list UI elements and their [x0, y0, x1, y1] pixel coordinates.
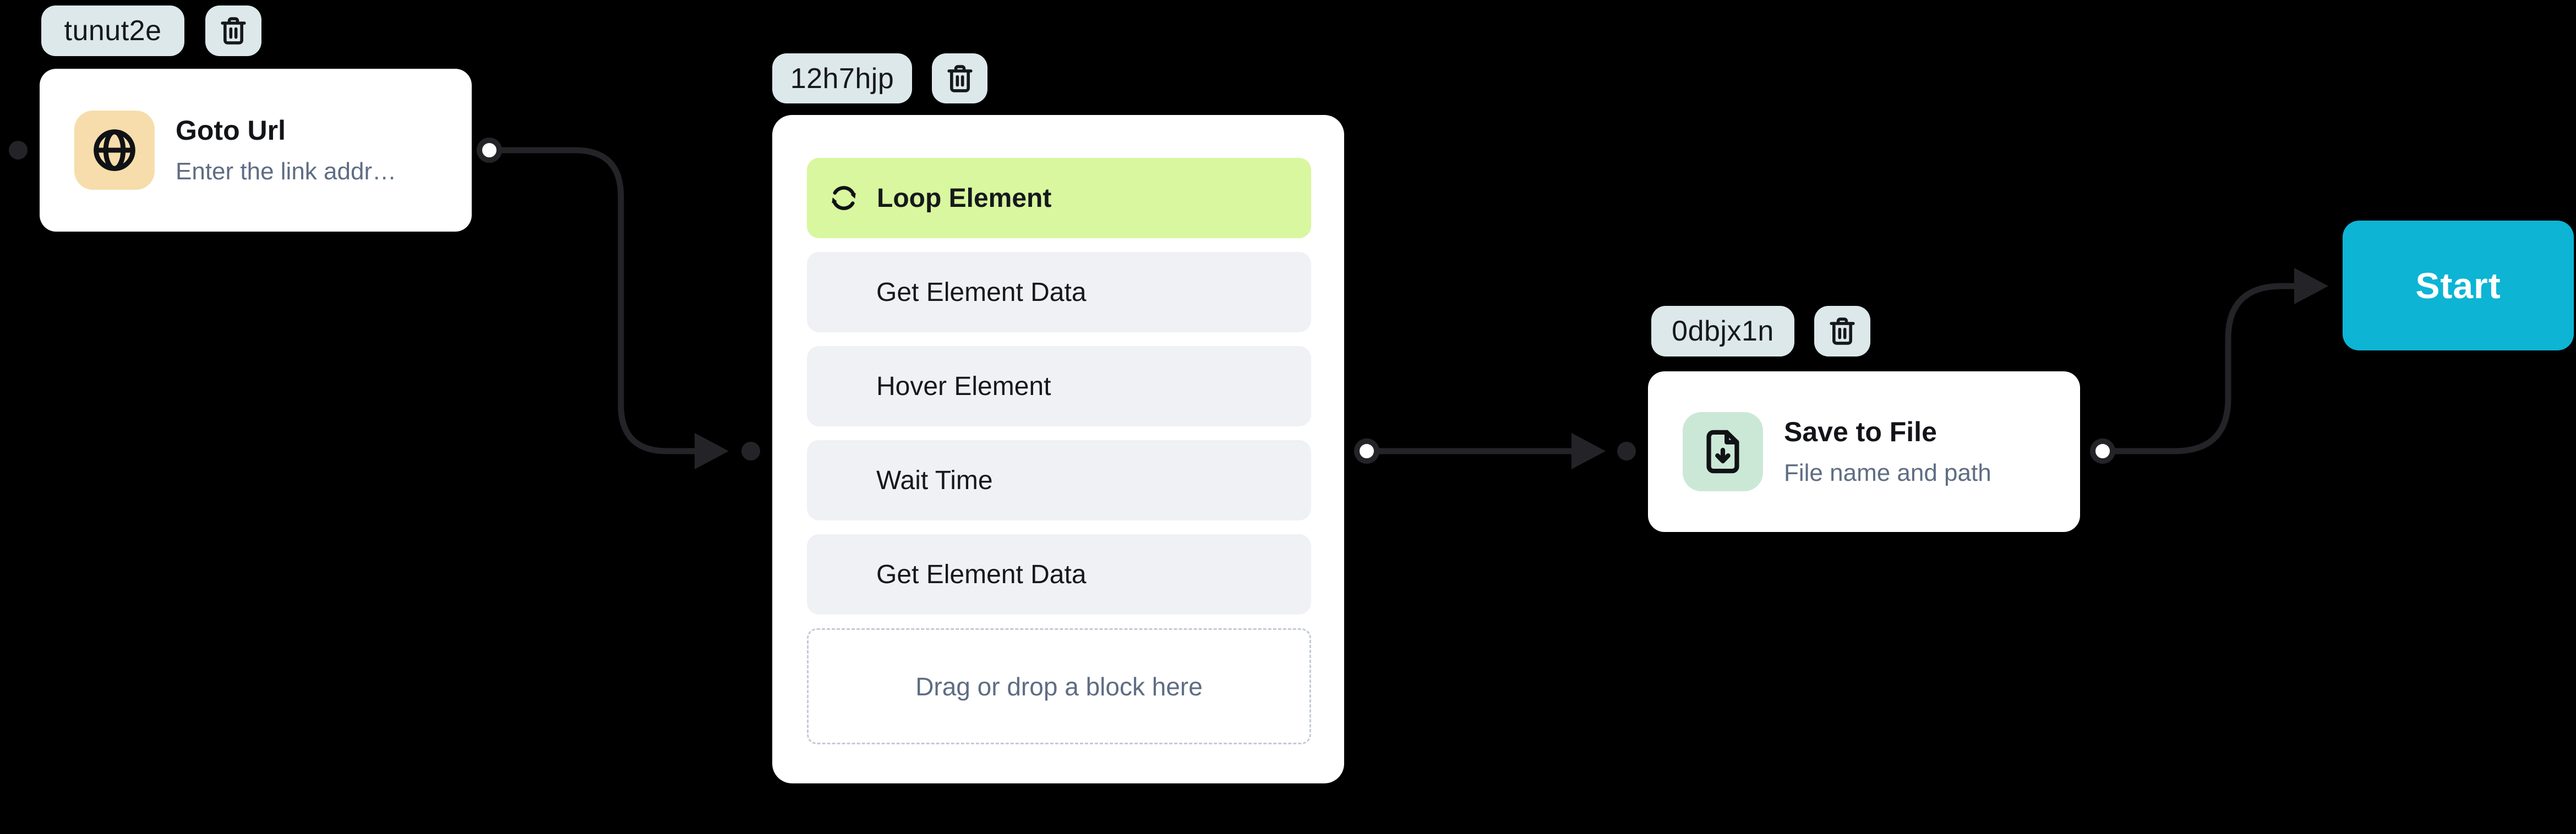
goto-output-handle[interactable] — [477, 138, 502, 163]
save-node-id-badge: 0dbjx1n — [1651, 306, 1794, 356]
edge-arrowhead — [1571, 433, 1606, 469]
goto-node-subtitle: Enter the link addr… — [176, 157, 397, 185]
save-node-text: Save to File File name and path — [1784, 416, 1991, 487]
block-label: Get Element Data — [876, 559, 1087, 589]
save-output-handle[interactable] — [2090, 438, 2115, 464]
edge-save-to-start[interactable] — [2112, 283, 2299, 454]
edge-arrowhead — [2294, 268, 2328, 304]
edge-arrowhead — [695, 433, 729, 469]
dropzone-label: Drag or drop a block here — [915, 672, 1203, 701]
save-node-title: Save to File — [1784, 416, 1937, 447]
goto-node-icon-box — [74, 111, 155, 190]
goto-node-text: Goto Url Enter the link addr… — [176, 115, 396, 186]
save-input-handle[interactable] — [1617, 442, 1636, 460]
save-delete-button[interactable] — [1814, 306, 1870, 356]
group-block-wait-time[interactable]: Wait Time — [807, 440, 1311, 520]
save-node-subtitle: File name and path — [1784, 459, 1991, 486]
group-block-hover-element[interactable]: Hover Element — [807, 346, 1311, 426]
block-label: Loop Element — [877, 183, 1052, 213]
goto-url-node[interactable]: Goto Url Enter the link addr… — [40, 69, 472, 232]
group-block-get-element-data-1[interactable]: Get Element Data — [807, 252, 1311, 332]
goto-input-handle[interactable] — [9, 141, 28, 160]
group-block-get-element-data-2[interactable]: Get Element Data — [807, 534, 1311, 614]
trash-icon — [1830, 317, 1855, 345]
start-button[interactable]: Start — [2343, 221, 2574, 350]
file-download-icon — [1706, 430, 1739, 474]
blocks-group-node[interactable]: Loop Element Get Element Data Hover Elem… — [772, 115, 1344, 783]
trash-icon — [947, 64, 973, 92]
globe-icon — [94, 129, 135, 171]
loop-icon — [827, 186, 856, 215]
goto-node-title: Goto Url — [176, 114, 286, 146]
block-label: Wait Time — [876, 465, 993, 495]
group-node-id-badge: 12h7hjp — [772, 53, 912, 103]
group-input-handle[interactable] — [741, 442, 760, 460]
group-delete-button[interactable] — [932, 53, 987, 103]
edge-goto-to-group[interactable] — [499, 147, 699, 454]
block-label: Hover Element — [876, 371, 1051, 401]
save-node-icon-box — [1683, 412, 1763, 491]
goto-delete-button[interactable] — [205, 6, 261, 56]
trash-icon — [221, 17, 246, 45]
group-block-loop-element[interactable]: Loop Element — [807, 158, 1311, 238]
goto-node-id-badge: tunut2e — [41, 6, 184, 56]
block-label: Get Element Data — [876, 277, 1087, 307]
start-button-label: Start — [2415, 265, 2501, 306]
save-to-file-node[interactable]: Save to File File name and path — [1648, 371, 2080, 532]
group-output-handle[interactable] — [1354, 438, 1379, 464]
group-dropzone[interactable]: Drag or drop a block here — [807, 628, 1311, 744]
